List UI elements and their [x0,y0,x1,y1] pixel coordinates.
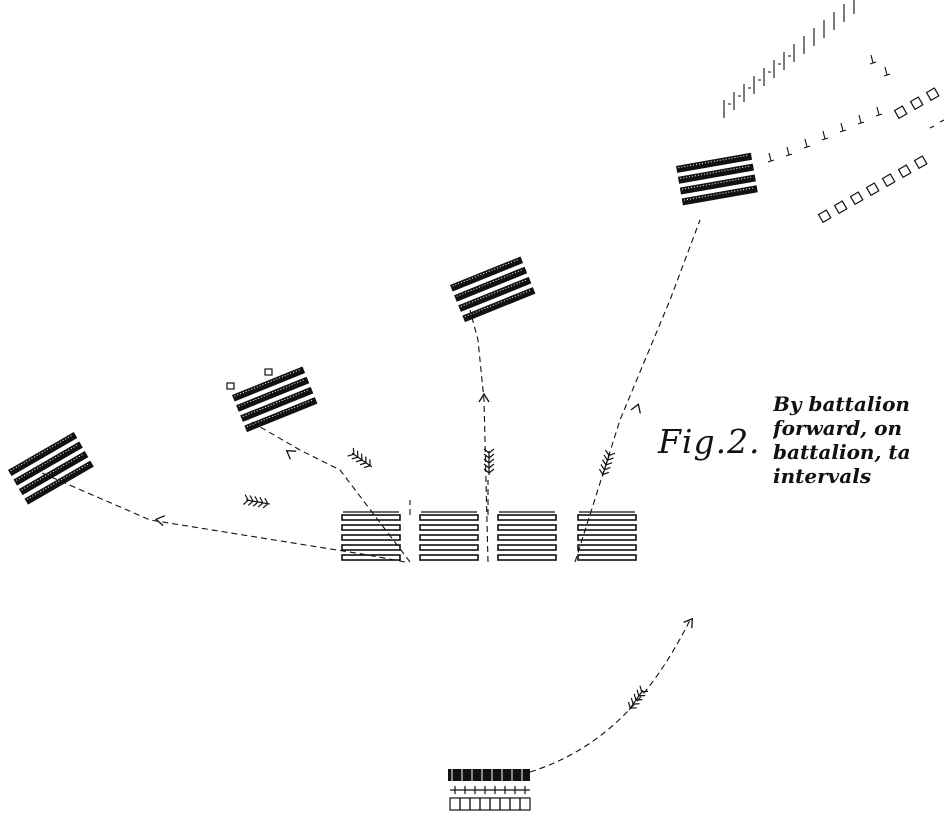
path-battalion-2 [247,419,411,563]
arrow-feather-1 [242,494,272,510]
caption-line-1: By battalion [773,392,910,416]
path-battalion-4 [574,219,701,563]
initial-battalion-4 [577,511,637,561]
arrow-chevron-4 [630,401,644,415]
path-battalion-1 [34,469,406,563]
caption-line-2: forward, on [773,416,902,440]
arrow-feather-5 [624,685,649,714]
path-reserve [529,619,691,773]
advanced-battalion-2-flags [226,368,273,390]
figure-label: Fig.2. [658,422,761,461]
arrow-chevron-5 [682,615,698,629]
caption-line-4: intervals [773,464,872,488]
initial-battalion-2 [419,511,479,561]
arrow-chevron-2 [283,445,297,461]
initial-battalion-3 [497,511,557,561]
reserve-column [448,766,531,811]
skirmisher-line-flags [723,0,855,118]
arrow-feather-2 [347,447,376,472]
arrow-chevron-1 [154,513,166,527]
advanced-battalion-4 [675,152,759,206]
initial-battalion-1 [341,511,401,561]
path-battalion-3 [469,309,489,563]
figure-caption: By battalion forward, on battalion, ta i… [773,392,951,488]
caption-line-3: battalion, ta [773,440,911,464]
cavalry-line-squares [817,87,945,224]
advanced-battalion-3 [449,256,536,323]
arrow-feather-4 [596,449,616,479]
advanced-battalion-1 [7,431,95,506]
skirmisher-line-t-marks [767,54,891,163]
advanced-battalion-2 [231,366,318,433]
